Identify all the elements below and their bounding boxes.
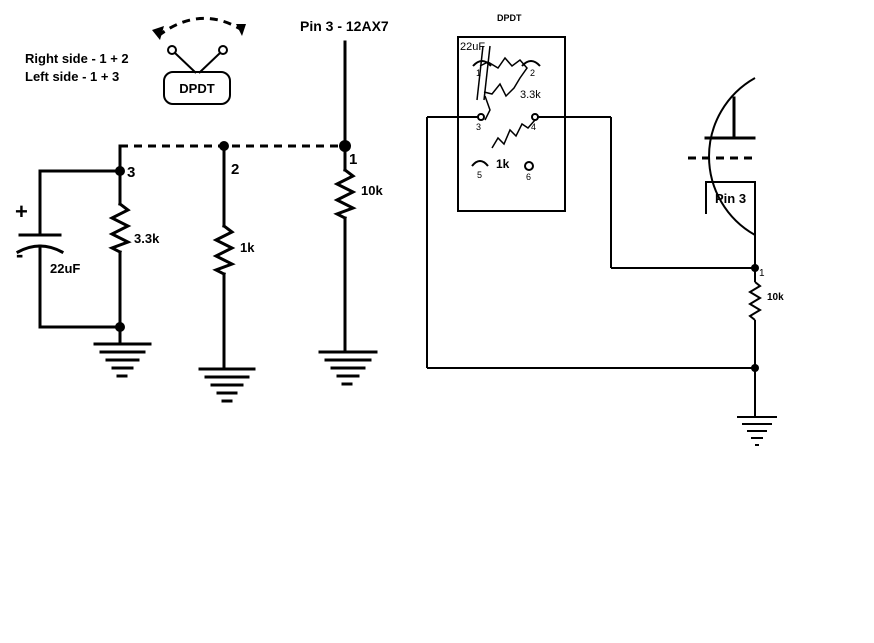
- tube-cathode: [705, 181, 756, 234]
- ground-icon: [737, 416, 777, 446]
- dpdt-lug-1-label: 1: [476, 68, 481, 78]
- dpdt-box-title: DPDT: [497, 13, 522, 23]
- r-3k3-label: 3.3k: [134, 231, 160, 246]
- cap-minus-sign: -: [16, 242, 23, 267]
- ground-icon: [198, 367, 256, 403]
- right-wiring: 1 10k: [426, 116, 784, 446]
- node-3-label: 3: [127, 164, 135, 181]
- tube-resistor-10k: [748, 281, 762, 321]
- dpdt-lug-5-label: 5: [477, 170, 482, 180]
- switch-throw-arc: [157, 16, 243, 38]
- dpdt-resistor-1k: [491, 119, 536, 149]
- switch-body: [163, 71, 231, 105]
- tube-node-label: 1: [759, 268, 765, 279]
- cap-plus-sign: +: [15, 199, 28, 224]
- dpdt-lug-6: [524, 161, 534, 171]
- node-2-label: 2: [231, 161, 239, 178]
- resistor-10k: [333, 167, 357, 221]
- dpdt-resistor-3k3: [479, 56, 528, 98]
- dpdt-lug-1: [472, 60, 492, 67]
- dpdt-lug-3-label: 3: [476, 122, 481, 132]
- ground-icon: [318, 350, 378, 386]
- dpdt-lug-3: [477, 113, 485, 121]
- switch-lug-left: [167, 45, 177, 55]
- branch-2: 1k: [198, 144, 256, 403]
- tube-pin-label: Pin 3: [715, 191, 746, 206]
- dpdt-lug-6-label: 6: [526, 172, 531, 182]
- ground-icon: [93, 342, 152, 378]
- dpdt-r-1k-label: 1k: [496, 157, 510, 171]
- arrow-right-icon: [236, 24, 246, 36]
- dpdt-lug-4-label: 4: [531, 122, 536, 132]
- dpdt-lug-5: [471, 160, 489, 167]
- cap-label: 22uF: [50, 261, 80, 276]
- dpdt-r-3k3-label: 3.3k: [520, 89, 541, 101]
- r-1k-label: 1k: [240, 240, 255, 255]
- branch-1: 10k: [318, 144, 383, 386]
- resistor-1k: [212, 223, 236, 277]
- tube-12ax7-symbol: Pin 3: [688, 77, 756, 236]
- arrow-left-icon: [152, 26, 164, 40]
- dpdt-box-outline: [457, 36, 566, 212]
- branch-3: + - 22uF 3.3k: [15, 144, 160, 378]
- switch-label: DPDT: [179, 81, 214, 96]
- dpdt-wiring-box: DPDT 22uF 1 2 3.3k 3 4 1k 5 6: [457, 13, 566, 212]
- dpdt-cap-label: 22uF: [460, 41, 485, 53]
- tube-r-label: 10k: [767, 292, 784, 303]
- pin3-header: Pin 3 - 12AX7: [300, 18, 389, 34]
- switch-lug-right: [218, 45, 228, 55]
- note-right-side: Right side - 1 + 2: [25, 51, 129, 66]
- dpdt-switch-symbol: DPDT: [152, 16, 246, 105]
- node-1-label: 1: [349, 151, 357, 168]
- dpdt-lug-2-label: 2: [530, 68, 535, 78]
- note-left-side: Left side - 1 + 3: [25, 69, 119, 84]
- r-10k-label: 10k: [361, 183, 383, 198]
- dpdt-lug-4: [531, 113, 539, 121]
- resistor-3k3: [108, 201, 132, 255]
